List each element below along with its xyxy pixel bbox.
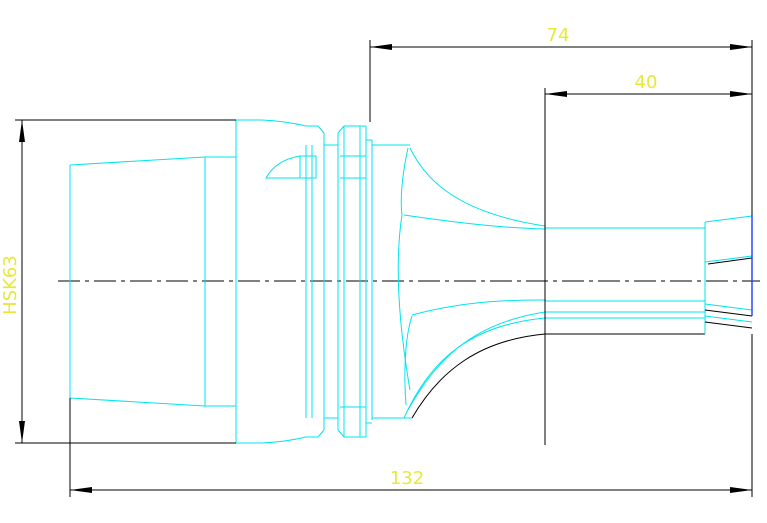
dimension-hsk63: HSK63 bbox=[0, 119, 236, 444]
flange-body bbox=[235, 119, 338, 444]
dimension-40: 40 bbox=[544, 72, 752, 445]
dimension-74-label: 74 bbox=[547, 25, 570, 46]
front-plate bbox=[371, 140, 410, 420]
dimension-132: 132 bbox=[69, 334, 753, 497]
dimension-132-label: 132 bbox=[390, 468, 424, 489]
dimension-74: 74 bbox=[369, 25, 753, 216]
flared-neck bbox=[397, 147, 546, 419]
cylindrical-nose bbox=[545, 215, 753, 335]
hsk-shank bbox=[69, 156, 236, 407]
dimension-40-label: 40 bbox=[635, 72, 658, 93]
groove-collar bbox=[337, 125, 372, 438]
dimension-hsk63-label: HSK63 bbox=[0, 255, 21, 315]
